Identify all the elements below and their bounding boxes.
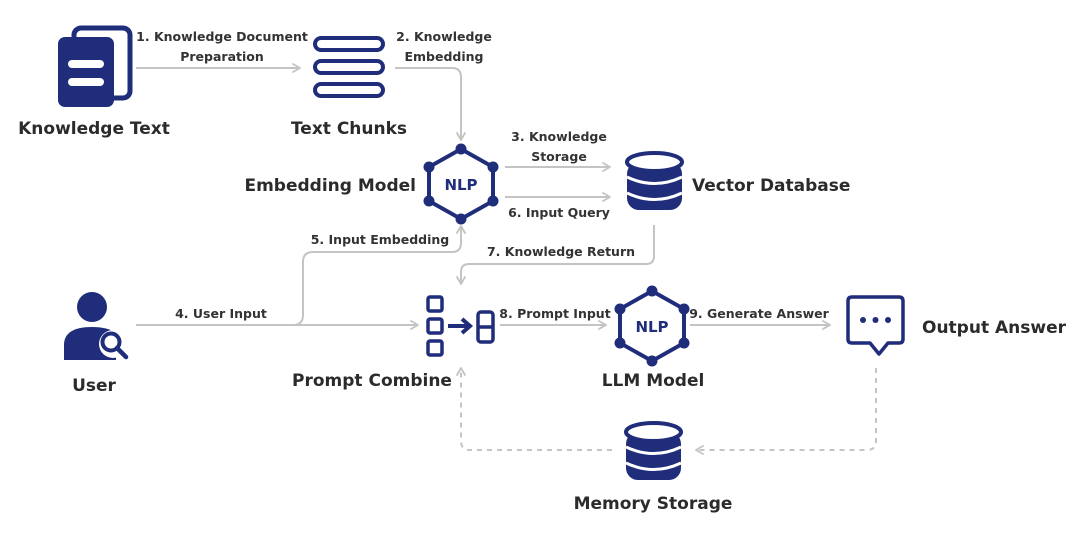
edge-labels: 1. Knowledge Document Preparation 2. Kno…: [136, 29, 829, 321]
node-label-prompt-combine: Prompt Combine: [292, 371, 452, 391]
edge-knowledge-embedding: [395, 67, 466, 141]
edge-label-2-line2: Embedding: [404, 49, 483, 64]
node-label-vector-database: Vector Database: [692, 176, 850, 196]
nlp-icon-text: NLP: [635, 318, 668, 336]
user-search-icon: [64, 292, 129, 360]
edge-label-7: 7. Knowledge Return: [487, 244, 635, 259]
node-label-llm-model: LLM Model: [602, 371, 705, 391]
node-label-user: User: [72, 376, 116, 396]
edge-knowledge-return: [456, 225, 655, 285]
node-label-embedding-model: Embedding Model: [244, 176, 416, 196]
edge-label-5: 5. Input Embedding: [311, 232, 450, 247]
edge-label-1-line2: Preparation: [180, 49, 264, 64]
embedding-nlp-icon: NLP: [423, 143, 499, 225]
nlp-icon-text: NLP: [444, 176, 477, 194]
node-label-knowledge-text: Knowledge Text: [18, 119, 170, 139]
llm-nlp-icon: NLP: [614, 285, 690, 367]
text-chunks-icon: [313, 36, 385, 98]
connectors: [136, 63, 877, 455]
chat-bubble-icon: [846, 295, 905, 356]
edge-label-2-line1: 2. Knowledge: [396, 29, 492, 44]
edge-label-3-line1: 3. Knowledge: [511, 129, 607, 144]
edge-memory-to-prompt: [456, 367, 612, 451]
edge-label-6: 6. Input Query: [508, 205, 610, 220]
prompt-combine-icon: [426, 295, 495, 357]
edge-label-3-line2: Storage: [531, 149, 587, 164]
database-icon: [625, 151, 684, 210]
edge-label-9: 9. Generate Answer: [689, 306, 829, 321]
node-labels: Knowledge Text Text Chunks Embedding Mod…: [18, 119, 1066, 514]
node-label-text-chunks: Text Chunks: [291, 119, 407, 139]
node-label-memory-storage: Memory Storage: [574, 494, 733, 514]
node-label-output-answer: Output Answer: [922, 318, 1067, 338]
edge-label-4: 4. User Input: [175, 306, 267, 321]
edge-output-to-memory: [695, 368, 877, 455]
documents-icon: [58, 25, 133, 107]
edge-label-8: 8. Prompt Input: [499, 306, 610, 321]
edge-input-embedding: [292, 225, 466, 326]
memory-database-icon: [624, 421, 683, 480]
edge-label-1-line1: 1. Knowledge Document: [136, 29, 308, 44]
